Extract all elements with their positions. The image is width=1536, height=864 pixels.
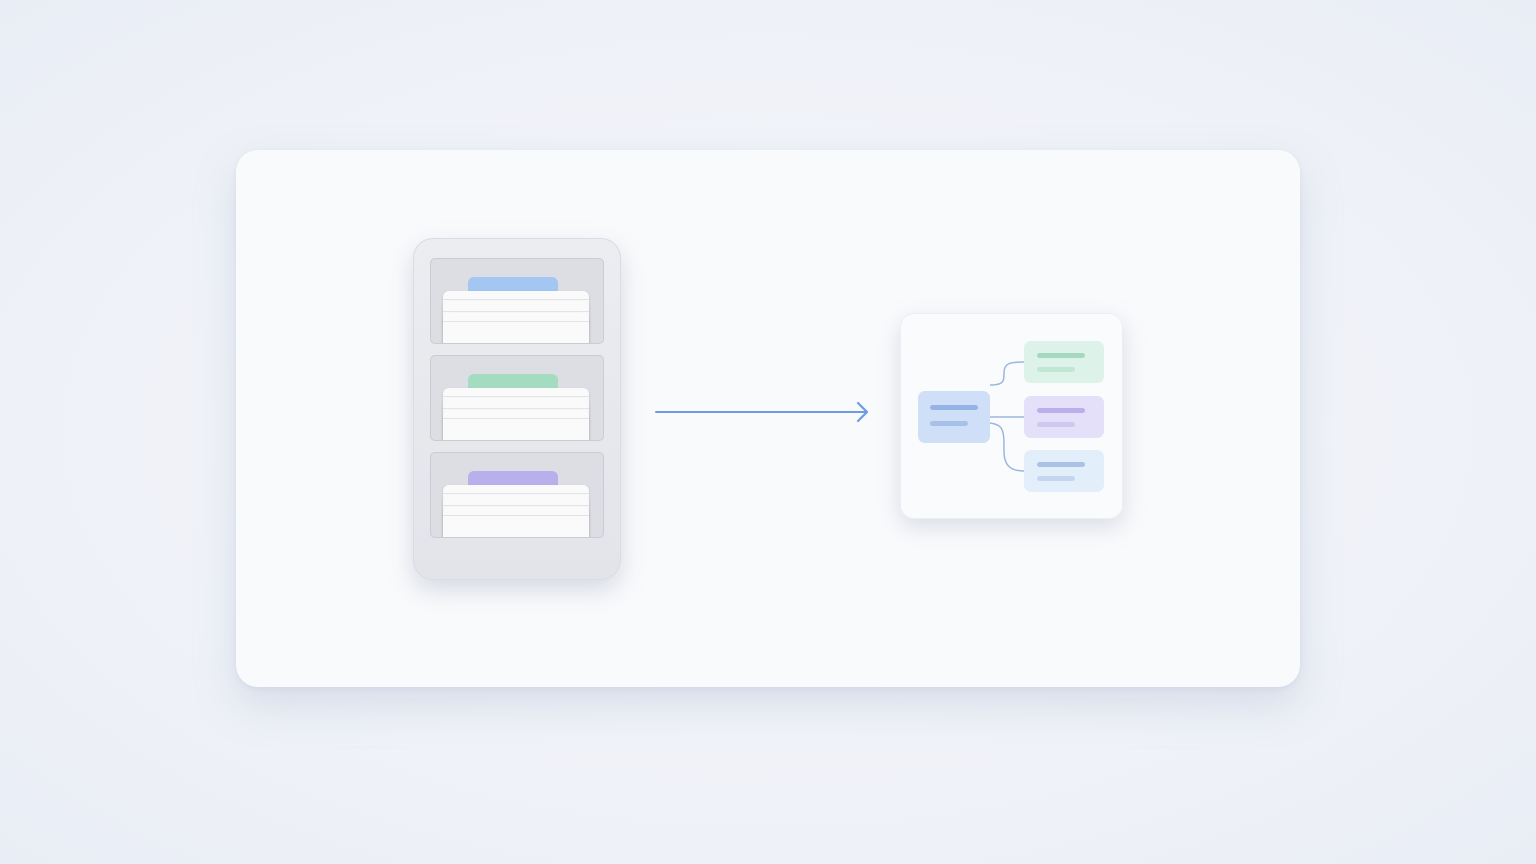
sheet-divider — [443, 505, 589, 506]
sheet-divider — [443, 408, 589, 409]
node-text-line — [930, 405, 978, 410]
mind-map-child-node-purple — [1024, 396, 1104, 438]
sheet-divider — [443, 321, 589, 322]
arrow-right-icon — [655, 401, 869, 423]
node-text-line — [930, 421, 968, 426]
mind-map-child-node-green — [1024, 341, 1104, 383]
cabinet-drawer-3 — [430, 452, 604, 538]
node-text-line — [1037, 476, 1075, 481]
sheet-divider — [443, 311, 589, 312]
mind-map-icon — [900, 313, 1123, 519]
node-text-line — [1037, 422, 1075, 427]
node-text-line — [1037, 367, 1075, 372]
document-sheet — [443, 410, 589, 440]
sheet-divider — [443, 493, 589, 494]
node-text-line — [1037, 462, 1085, 467]
filing-cabinet-icon — [413, 238, 621, 580]
cabinet-drawer-2 — [430, 355, 604, 441]
node-text-line — [1037, 408, 1085, 413]
mind-map-child-node-blue — [1024, 450, 1104, 492]
document-sheet — [443, 313, 589, 343]
document-sheet — [443, 507, 589, 537]
sheet-divider — [443, 418, 589, 419]
mind-map-root-node — [918, 391, 990, 443]
cabinet-drawer-1 — [430, 258, 604, 344]
mind-map-connectors — [989, 361, 1025, 472]
node-text-line — [1037, 353, 1085, 358]
sheet-divider — [443, 515, 589, 516]
sheet-divider — [443, 299, 589, 300]
sheet-divider — [443, 396, 589, 397]
